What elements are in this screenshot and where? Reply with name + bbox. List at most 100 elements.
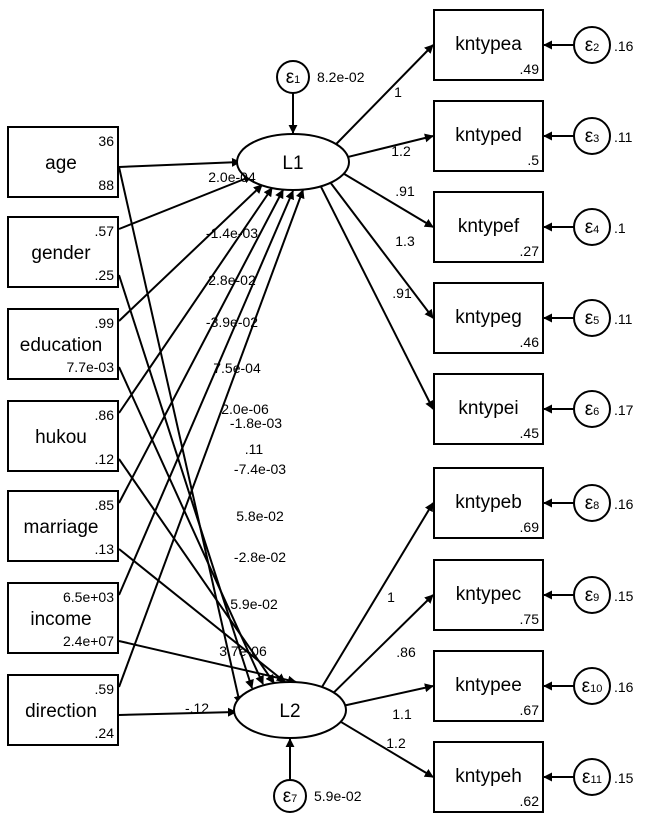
indicator-intercept: .45 <box>520 425 540 441</box>
indicator-error-variance: .15 <box>614 770 634 786</box>
path-coefficient-label: 3.7e-06 <box>219 643 267 659</box>
structural-path-arrow <box>118 166 243 705</box>
indicator-error-variance: .11 <box>614 129 633 145</box>
indicator-label: kntypef <box>458 216 520 237</box>
indicator-error-label: ε4 <box>585 217 600 238</box>
indicator-intercept: .75 <box>520 611 540 627</box>
loading-label: .91 <box>392 285 412 301</box>
latent-ellipse <box>233 681 347 739</box>
indicator-label: kntypeg <box>455 307 522 328</box>
path-coefficient-label: -1.4e-03 <box>206 225 258 241</box>
indicator-box <box>433 467 544 539</box>
predictor-box <box>7 126 119 198</box>
loading-label: 1 <box>394 84 402 100</box>
predictor-variance: 2.4e+07 <box>63 633 114 649</box>
indicator-error-label: ε8 <box>585 493 600 514</box>
loading-label: 1.2 <box>391 143 411 159</box>
structural-path-arrow <box>118 707 237 717</box>
indicator-intercept: .62 <box>520 793 540 809</box>
indicator-error-label: ε10 <box>582 676 603 697</box>
indicator-intercept: .69 <box>520 519 540 535</box>
structural-path-arrow <box>118 458 275 684</box>
path-coefficient-label: -1.8e-03 <box>230 415 282 431</box>
indicator-error-label: ε9 <box>585 585 600 606</box>
predictor-label: gender <box>31 243 91 264</box>
structural-path-arrow <box>118 190 294 596</box>
loading-arrow <box>329 182 434 319</box>
indicator-box <box>433 282 544 354</box>
indicator-label: kntypeb <box>455 492 522 513</box>
structural-path-arrow <box>118 548 286 683</box>
predictor-variance: .24 <box>95 725 115 741</box>
predictor-box <box>7 674 119 746</box>
indicator-error-label: ε6 <box>585 399 600 420</box>
predictor-mean: .99 <box>95 315 115 331</box>
predictor-box <box>7 490 119 562</box>
indicator-node-kntypef: kntypef.27 ε4 .1 <box>433 191 626 263</box>
loading-label: 1.1 <box>392 706 412 722</box>
indicator-label: kntyped <box>455 125 522 146</box>
indicator-error-variance: .16 <box>614 38 634 54</box>
indicator-error-variance: .1 <box>614 220 626 236</box>
indicator-box <box>433 650 544 722</box>
latent-error-variance: 8.2e-02 <box>317 69 365 85</box>
loading-arrow <box>340 720 434 778</box>
structural-path-arrow <box>118 640 297 685</box>
indicator-error-variance: .15 <box>614 588 634 604</box>
predictor-box <box>7 216 119 288</box>
path-coefficient-label: -.12 <box>185 700 209 716</box>
indicator-error-circle <box>573 26 611 64</box>
structural-path-arrow <box>118 189 305 688</box>
indicator-intercept: .67 <box>520 702 540 718</box>
predictor-mean: .85 <box>95 497 115 513</box>
predictor-mean: .86 <box>95 407 115 423</box>
latent-label: L2 <box>279 701 300 722</box>
structural-path-arrow <box>118 157 241 168</box>
indicator-box <box>433 191 544 263</box>
indicator-node-kntyped: kntyped.5ε3.11 <box>433 100 633 172</box>
predictor-box <box>7 308 119 380</box>
predictor-label: hukou <box>35 427 87 448</box>
latent-error-circle <box>273 779 307 813</box>
predictor-mean: .57 <box>95 223 115 239</box>
predictor-variance: .13 <box>95 541 115 557</box>
structural-path-arrow <box>118 174 253 230</box>
path-coefficient-label: 5.8e-02 <box>236 508 284 524</box>
indicator-node-kntypec: kntypec .75 ε9 .15 <box>433 559 634 631</box>
loading-arrow <box>319 185 434 410</box>
indicator-intercept: .27 <box>520 243 540 259</box>
latent-error-variance: 5.9e-02 <box>314 788 362 804</box>
latent-error-circle <box>276 60 310 94</box>
predictor-mean: .59 <box>95 681 115 697</box>
path-coefficients: 11.2.911.3.911.861.11.22.0e-04-1.4e-032.… <box>185 84 416 751</box>
predictor-box <box>7 400 119 472</box>
indicator-error-label: ε3 <box>585 126 600 147</box>
loading-arrow <box>333 594 434 694</box>
loading-label: 1.2 <box>386 735 406 751</box>
indicator-box <box>433 100 544 172</box>
predictor-label: direction <box>25 701 97 722</box>
nodes: 36age88.57gender.25.99education7.7e-03.8… <box>7 9 634 813</box>
indicator-intercept: .46 <box>520 334 540 350</box>
indicator-label: kntypec <box>456 584 521 605</box>
indicator-box <box>433 9 544 81</box>
indicator-label: kntypeh <box>455 766 522 787</box>
indicator-error-circle <box>573 390 611 428</box>
path-coefficient-label: 2.8e-02 <box>208 272 256 288</box>
indicator-error-variance: .11 <box>614 311 633 327</box>
indicator-error-circle <box>573 758 611 796</box>
path-coefficient-label: 5.9e-02 <box>230 596 278 612</box>
predictor-variance: .25 <box>95 267 115 283</box>
indicator-error-variance: .16 <box>614 679 634 695</box>
predictor-node-direction: .59 direction .24 <box>7 674 119 746</box>
indicator-box <box>433 559 544 631</box>
latent-error-label: ε7 <box>283 786 298 807</box>
loading-label: 1.3 <box>395 233 415 249</box>
